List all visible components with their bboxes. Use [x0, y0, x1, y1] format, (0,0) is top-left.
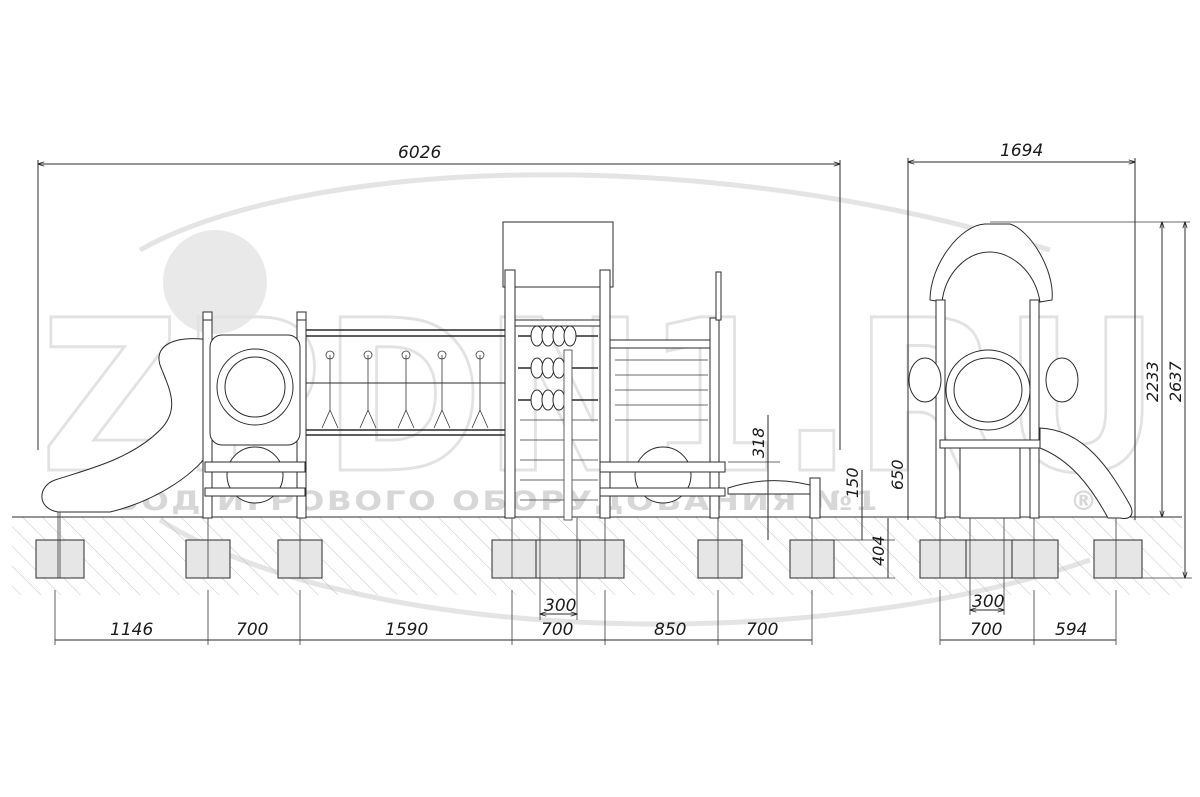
- dim-side-300: 300: [972, 592, 1004, 612]
- abacus: [518, 325, 598, 411]
- dim-front-850: 850: [654, 620, 686, 640]
- dim-front-700-a: 700: [236, 620, 268, 640]
- dim-front-650: 650: [888, 459, 907, 490]
- slide-front: [41, 338, 211, 513]
- dim-front-300: 300: [544, 596, 576, 616]
- dim-front-1146: 1146: [110, 620, 153, 640]
- dim-side-2233: 2233: [1143, 361, 1162, 402]
- dim-front-150: 150: [843, 467, 862, 498]
- bridge-ropes: [321, 350, 489, 429]
- side-slide: [1039, 427, 1133, 519]
- front-posts-below-ground: [57, 512, 813, 578]
- dim-front-318: 318: [749, 427, 768, 458]
- dim-front-404: 404: [869, 535, 888, 566]
- ground-section: [12, 516, 1182, 595]
- dim-side-2637: 2637: [1166, 360, 1185, 402]
- front-dimensions: 6026 1146 700 1590 700 850 700 300 318 6…: [38, 143, 907, 645]
- dim-side-594: 594: [1055, 620, 1087, 640]
- dim-front-700-b: 700: [541, 620, 573, 640]
- dim-front-1590: 1590: [385, 620, 428, 640]
- front-view-structure: [41, 221, 821, 578]
- dim-side-700: 700: [970, 620, 1002, 640]
- dim-front-overall: 6026: [398, 143, 441, 163]
- footings-side: [919, 539, 1143, 579]
- dim-front-700-c: 700: [746, 620, 778, 640]
- tower-ladder: [520, 349, 598, 521]
- watermark-dot: [163, 230, 267, 334]
- side-roof: [929, 223, 1053, 303]
- side-view-structure: [908, 223, 1133, 578]
- climbing-bars: [615, 359, 708, 421]
- dim-side-overall: 1694: [1000, 141, 1043, 161]
- side-dimensions: 1694 2233 2637 300 700 594: [908, 141, 1192, 645]
- central-tower-roof: [502, 221, 614, 288]
